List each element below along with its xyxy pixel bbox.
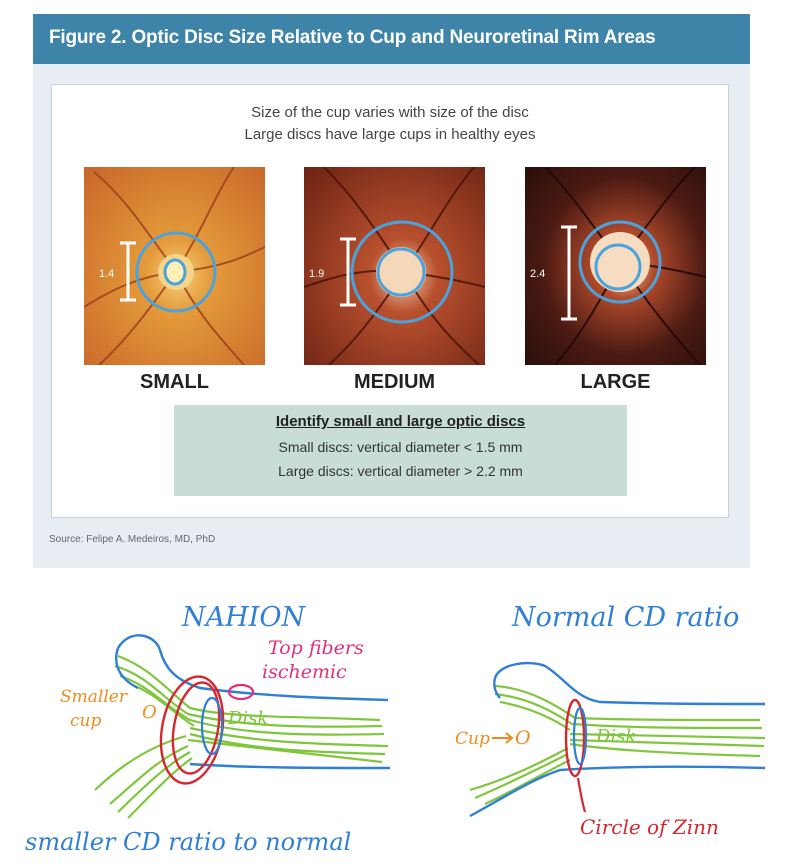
medium-disc-diameter: 1.9 xyxy=(309,268,324,280)
normal-title: Normal CD ratio xyxy=(511,602,739,633)
info-box-line-2: Large discs: vertical diameter > 2.2 mm xyxy=(278,463,523,479)
normal-cup-label: Cup xyxy=(455,729,490,749)
ischemic-fibers-marker xyxy=(227,683,255,701)
medium-disc-label: MEDIUM xyxy=(353,371,436,393)
smaller-cup-label-line-1: Smaller xyxy=(60,687,128,707)
normal-cup-marker: O xyxy=(515,727,531,749)
naion-sheath-outline xyxy=(115,634,391,770)
subtitle-line-1: Size of the cup varies with size of the … xyxy=(251,104,529,121)
info-box-line-1: Small discs: vertical diameter < 1.5 mm xyxy=(278,439,523,455)
small-disc-image: 1.4 xyxy=(84,167,265,365)
info-box: Identify small and large optic discs Sma… xyxy=(174,405,627,496)
large-disc-image: 2.4 xyxy=(525,167,706,365)
circle-of-zinn-label: Circle of Zinn xyxy=(580,815,719,839)
small-disc-label: SMALL xyxy=(140,371,209,393)
naion-title: NAHION xyxy=(181,602,306,633)
figure-header: Figure 2. Optic Disc Size Relative to Cu… xyxy=(33,14,750,64)
figure-source: Source: Felipe A. Medeiros, MD, PhD xyxy=(49,534,216,545)
info-box-heading: Identify small and large optic discs xyxy=(275,413,526,430)
large-disc-diameter: 2.4 xyxy=(530,268,545,280)
ischemic-label: ischemic xyxy=(262,661,347,683)
normal-disk-label: Disk xyxy=(595,726,636,747)
naion-circle-of-zinn xyxy=(171,681,221,775)
figure-panel: Figure 2. Optic Disc Size Relative to Cu… xyxy=(33,14,750,568)
top-fibers-label: Top fibers xyxy=(268,637,364,659)
naion-disk-outline xyxy=(200,696,224,756)
small-disc-diameter: 1.4 xyxy=(99,268,114,280)
figure-body: Size of the cup varies with size of the … xyxy=(51,84,729,518)
handwritten-annotations: NAHION Top fibers ischemic Smaller cup O xyxy=(25,602,766,856)
normal-sheath-outline xyxy=(469,662,766,818)
medium-disc-image: 1.9 xyxy=(304,167,485,365)
normal-disk-outline xyxy=(572,706,588,766)
normal-circle-of-zinn xyxy=(564,698,586,778)
smaller-cup-label-line-2: cup xyxy=(70,711,101,731)
naion-disk-label: Disk xyxy=(227,708,268,729)
large-disc-label: LARGE xyxy=(580,371,651,393)
figure-title: Figure 2. Optic Disc Size Relative to Cu… xyxy=(49,27,656,48)
naion-cup-marker: O xyxy=(142,702,157,723)
subtitle-line-2: Large discs have large cups in healthy e… xyxy=(244,126,536,143)
naion-bottom-note: smaller CD ratio to normal xyxy=(25,828,351,856)
